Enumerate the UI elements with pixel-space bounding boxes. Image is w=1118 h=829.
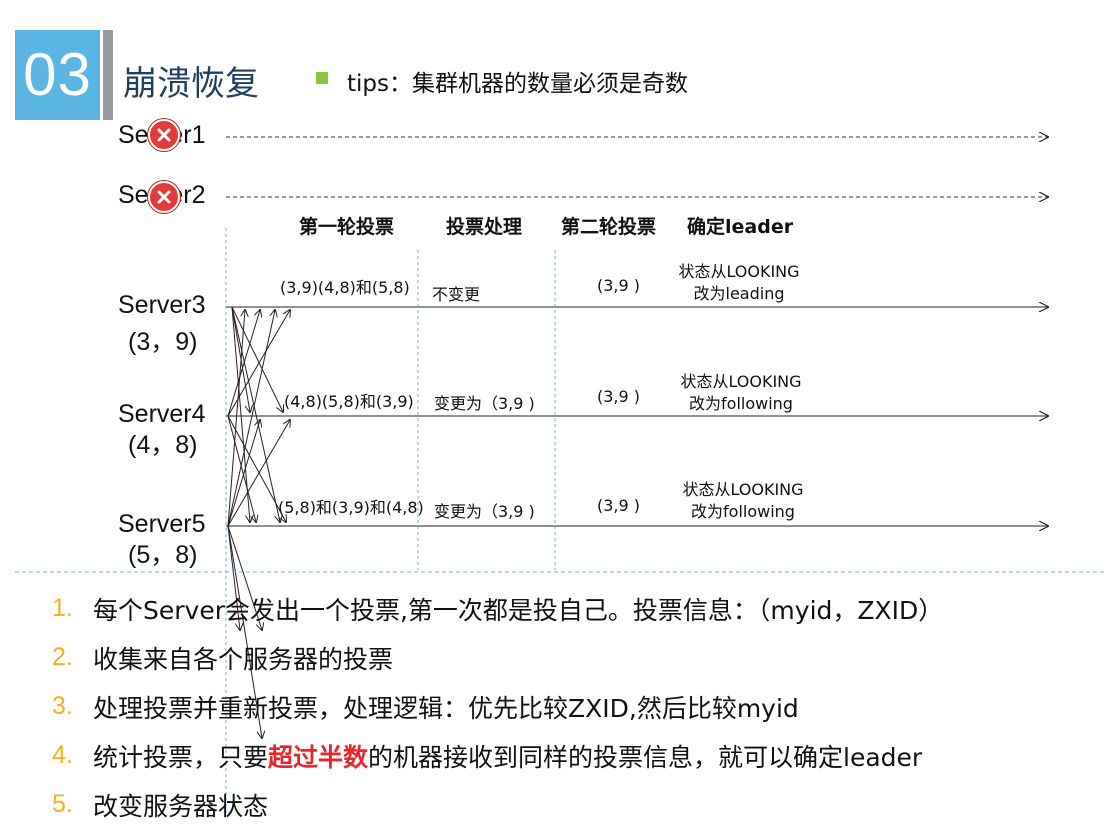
second-round-vote: (3,9 ): [597, 387, 641, 406]
vote-arrows: [227, 306, 290, 738]
state-line: 改为leading: [693, 284, 785, 303]
vote-arrow: [227, 310, 290, 417]
list-item: 2. 收集来自各个服务器的投票: [52, 633, 1112, 682]
list-item: 3. 处理投票并重新投票，处理逻辑：优先比较ZXID,然后比较myid: [52, 682, 1112, 731]
list-text: 处理投票并重新投票，处理逻辑：优先比较ZXID,然后比较myid: [93, 693, 799, 723]
server4-vote: (4，8): [128, 431, 198, 459]
received-votes: (3,9)(4,8)和(5,8): [280, 278, 410, 297]
list-item: 1. 每个Server会发出一个投票,第一次都是投自己。投票信息：（myid，Z…: [52, 584, 1112, 633]
state-line: 状态从LOOKING: [682, 480, 804, 499]
tips-bullet-icon: [316, 72, 328, 84]
section-number-bar: [103, 30, 113, 120]
vote-arrow: [227, 310, 275, 527]
section-number: 03: [23, 41, 92, 108]
server5-vote: (5，8): [128, 541, 198, 569]
vote-arrow: [231, 306, 280, 522]
state-line: 改为following: [691, 502, 795, 521]
tips-text: tips：集群机器的数量必须是奇数: [347, 71, 688, 97]
vote-arrow: [227, 420, 260, 527]
received-votes: (4,8)(5,8)和(3,9): [284, 392, 414, 411]
received-votes: (5,8)和(3,9)和(4,8): [278, 498, 424, 517]
phase-header: 投票处理: [446, 216, 523, 238]
vote-arrow: [227, 420, 290, 527]
list-number: 2.: [52, 643, 73, 671]
state-change: 状态从LOOKING 改为leading: [664, 261, 814, 305]
list-item: 5. 改变服务器状态: [52, 780, 1112, 829]
page-title: 崩溃恢复: [123, 64, 259, 104]
processing-result: 不变更: [432, 285, 481, 304]
server3-vote: (3，9): [128, 328, 198, 356]
second-round-vote: (3,9 ): [597, 276, 641, 295]
list-text: 统计投票，只要超过半数的机器接收到同样的投票信息，就可以确定leader: [93, 738, 922, 774]
processing-result: 变更为（3,9 ): [434, 502, 535, 521]
vote-arrow: [227, 525, 240, 630]
server3-label: Server3: [118, 291, 206, 319]
list-number: 1.: [52, 594, 73, 622]
list-text: 每个Server会发出一个投票,第一次都是投自己。投票信息：（myid，ZXID…: [93, 595, 944, 625]
failed-icon: [148, 119, 180, 151]
steps-list: 1. 每个Server会发出一个投票,第一次都是投自己。投票信息：（myid，Z…: [52, 584, 1112, 829]
state-change: 状态从LOOKING 改为following: [666, 371, 816, 415]
vote-arrow: [227, 310, 260, 417]
vote-arrow: [231, 306, 283, 412]
phase-header: 确定leader: [687, 216, 794, 238]
list-text: 改变服务器状态: [93, 791, 269, 821]
vote-arrow: [227, 415, 286, 522]
list-number: 5.: [52, 790, 73, 818]
processing-result: 变更为（3,9 ): [434, 394, 535, 413]
list-number: 3.: [52, 692, 73, 720]
state-line: 状态从LOOKING: [680, 372, 802, 391]
server4-label: Server4: [118, 400, 206, 428]
section-number-box: 03: [15, 30, 100, 120]
list-text: 收集来自各个服务器的投票: [93, 644, 394, 674]
list-text-before: 统计投票，只要: [93, 742, 269, 772]
phase-header: 第一轮投票: [299, 216, 395, 238]
list-number: 4.: [52, 741, 73, 769]
list-item: 4. 统计投票，只要超过半数的机器接收到同样的投票信息，就可以确定leader: [52, 731, 1112, 780]
phase-header: 第二轮投票: [561, 216, 657, 238]
vote-arrow: [227, 415, 256, 522]
vote-arrow: [227, 525, 262, 738]
failed-icon: [148, 181, 180, 213]
state-line: 改为following: [689, 394, 793, 413]
highlight-text: 超过半数: [268, 742, 369, 772]
vote-arrow: [227, 310, 245, 527]
state-change: 状态从LOOKING 改为following: [668, 479, 818, 523]
state-line: 状态从LOOKING: [678, 262, 800, 281]
vote-arrow: [227, 525, 262, 630]
server5-label: Server5: [118, 510, 206, 538]
list-text-after: 的机器接收到同样的投票信息，就可以确定leader: [368, 742, 923, 772]
second-round-vote: (3,9 ): [597, 496, 641, 515]
